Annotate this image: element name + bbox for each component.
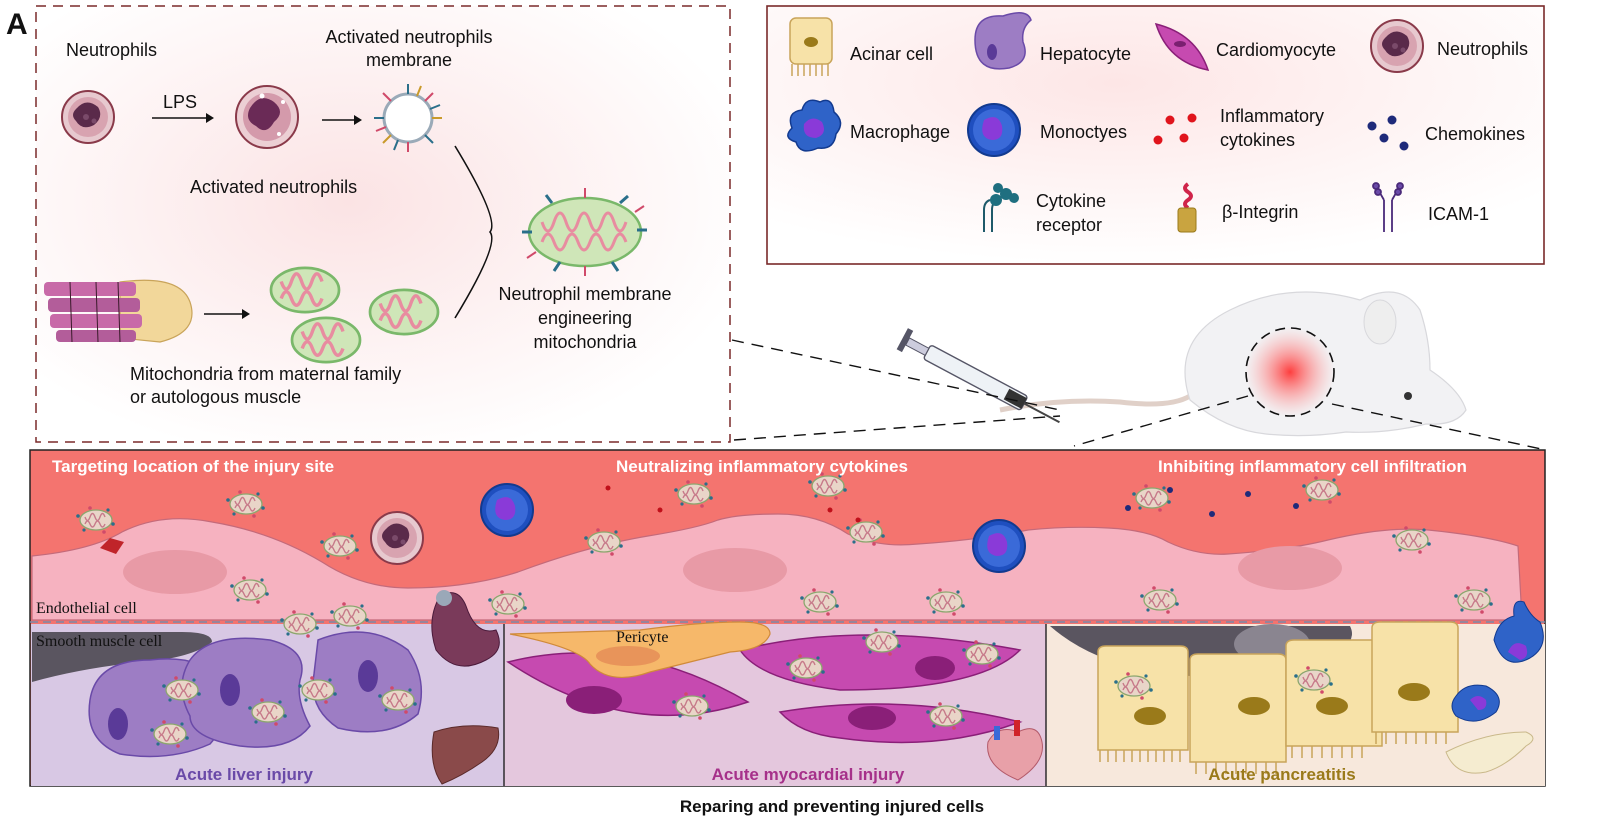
zoom-lines <box>731 339 1547 451</box>
integrin-icon <box>1177 182 1197 233</box>
legend-cyto-rec-2: receptor <box>1036 215 1102 235</box>
label-endothelial: Endothelial cell <box>36 600 137 617</box>
chemokines-icon <box>1367 115 1409 151</box>
legend-acinar: Acinar cell <box>850 44 933 64</box>
syringe-icon <box>896 328 1060 424</box>
hepatocyte-icon <box>974 12 1032 70</box>
label-mito-source-2: or autologous muscle <box>130 387 301 407</box>
vessel-panel: Targeting location of the injury site Ne… <box>29 449 1546 787</box>
label-neutrophils: Neutrophils <box>66 40 157 60</box>
icam-1-icon <box>1372 182 1404 232</box>
engineered-mitochondrion-icon <box>522 188 647 276</box>
label-nme-3: mitochondria <box>533 332 637 352</box>
label-nme-2: engineering <box>538 308 632 328</box>
label-acute-pancreatitis: Acute pancreatitis <box>1208 765 1355 784</box>
legend-cyto-rec-1: Cytokine <box>1036 191 1106 211</box>
mouse-illustration <box>999 291 1467 437</box>
mitochondrion-icon-3 <box>290 316 362 364</box>
header-neutralizing: Neutralizing inflammatory cytokines <box>616 457 908 476</box>
label-acute-myocardial: Acute myocardial injury <box>712 765 905 784</box>
lumen-neutrophil <box>370 511 424 565</box>
lumen-monocyte-1 <box>480 483 534 537</box>
panel-label: A <box>6 8 28 41</box>
legend-hepatocyte: Hepatocyte <box>1040 44 1131 64</box>
muscle-tissue-icon <box>44 279 193 343</box>
receptor-binding <box>100 538 124 554</box>
legend-integrin: β-Integrin <box>1222 202 1298 222</box>
label-activated-membrane-1: Activated neutrophils <box>325 27 492 47</box>
cytokine-receptor-icon <box>983 183 1019 232</box>
legend-cardiomyocyte: Cardiomyocyte <box>1216 40 1336 60</box>
legend-macrophage: Macrophage <box>850 122 950 142</box>
label-lps: LPS <box>163 92 197 112</box>
preparation-panel: Neutrophils LPS Activated neutrophils <box>35 5 731 443</box>
lumen-monocyte-2 <box>972 519 1026 573</box>
legend-box: Acinar cell Hepatocyte Cardiomyocyte Neu… <box>766 5 1545 265</box>
macrophage-icon <box>787 99 842 152</box>
legend-neutrophils: Neutrophils <box>1437 39 1528 59</box>
activated-neutrophil-icon <box>235 85 299 149</box>
heart-organ-icon <box>987 720 1043 781</box>
figure-caption: Reparing and preventing injured cells <box>680 797 984 816</box>
legend-neutrophil-icon <box>1370 19 1424 73</box>
header-targeting: Targeting location of the injury site <box>52 457 334 476</box>
legend-inflam-1: Inflammatory <box>1220 106 1324 126</box>
acinar-cell-icon <box>789 17 833 76</box>
label-smooth-muscle: Smooth muscle cell <box>36 633 163 650</box>
legend-icam: ICAM-1 <box>1428 204 1489 224</box>
mitochondrion-icon-2 <box>368 288 440 336</box>
macrophage-infiltrating <box>1451 600 1544 722</box>
injury-site-circle <box>1245 327 1335 417</box>
label-acute-liver: Acute liver injury <box>175 765 313 784</box>
header-inhibiting: Inhibiting inflammatory cell infiltratio… <box>1158 457 1467 476</box>
label-activated-neutrophils: Activated neutrophils <box>190 177 357 197</box>
monocyte-icon <box>967 103 1021 157</box>
label-mito-source-1: Mitochondria from maternal family <box>130 364 401 384</box>
label-activated-membrane-2: membrane <box>366 50 452 70</box>
legend-inflam-2: cytokines <box>1220 130 1295 150</box>
label-pericyte: Pericyte <box>616 629 668 646</box>
merge-bracket <box>454 145 493 319</box>
cardiomyocyte-icon <box>1154 22 1210 71</box>
activated-membrane-icon <box>374 84 442 152</box>
legend-chemokines: Chemokines <box>1425 124 1525 144</box>
label-nme-1: Neutrophil membrane <box>498 284 671 304</box>
legend-monocytes: Monoctyes <box>1040 122 1127 142</box>
mitochondrion-icon-1 <box>269 266 341 314</box>
inflammatory-cytokines-icon <box>1153 113 1197 145</box>
neutrophil-icon <box>61 90 115 144</box>
